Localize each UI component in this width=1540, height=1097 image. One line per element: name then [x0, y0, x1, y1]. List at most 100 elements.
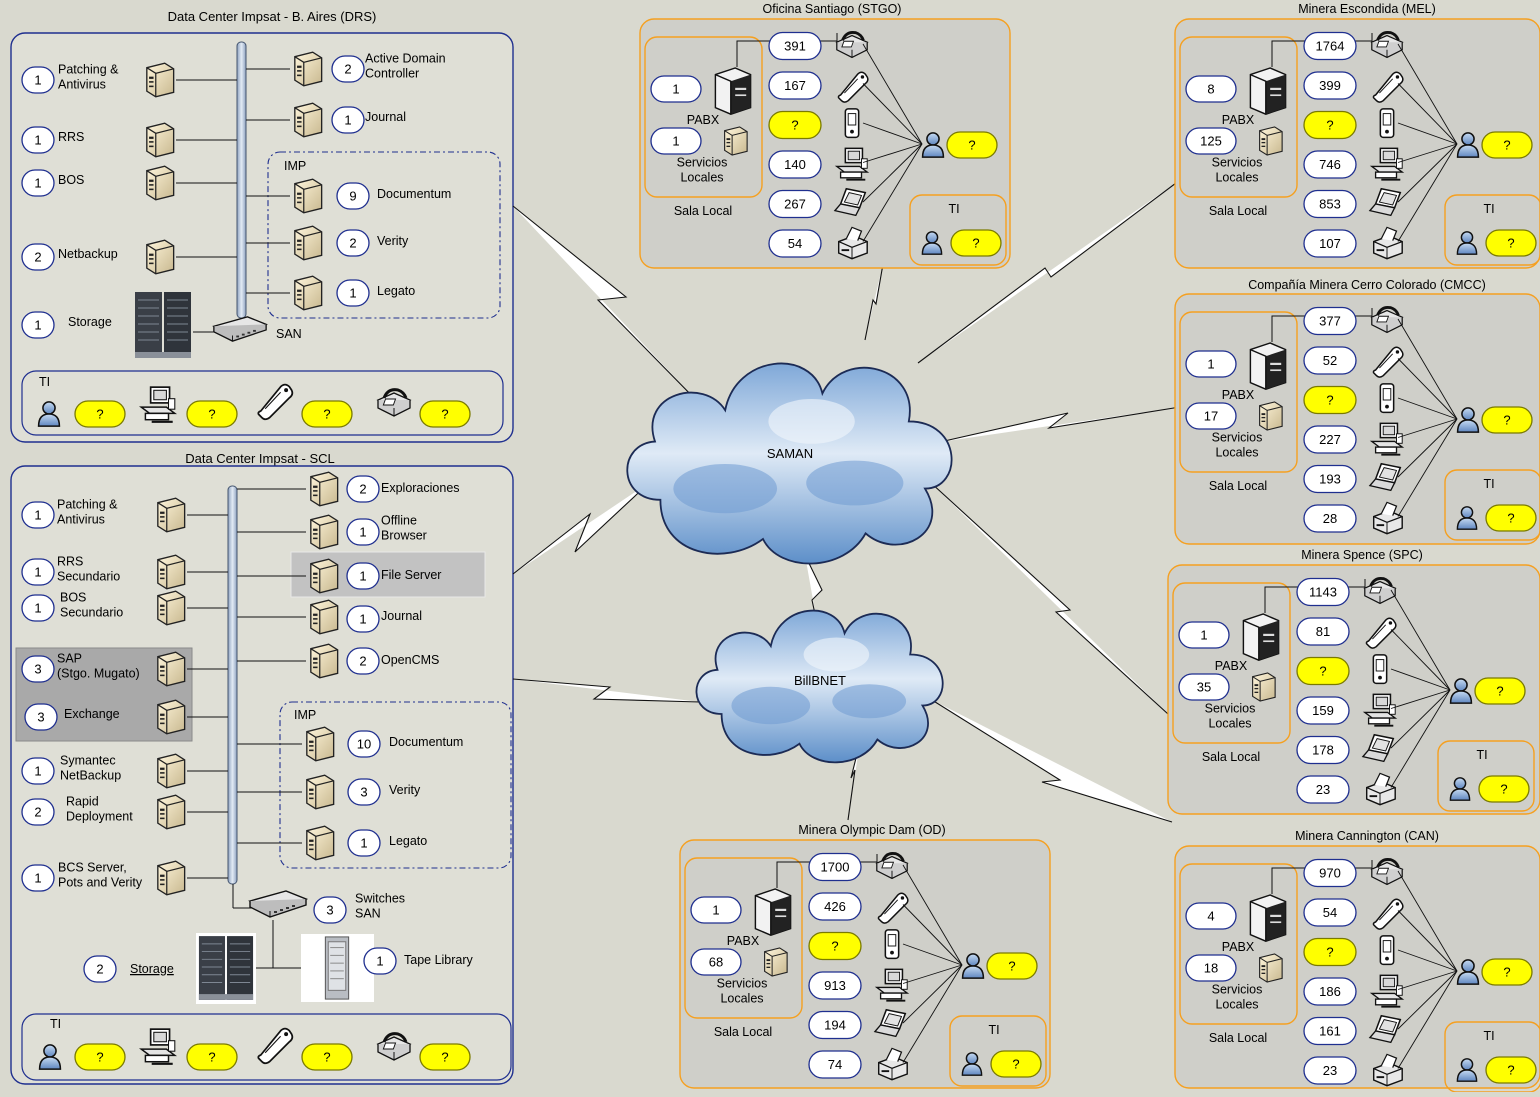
- badge-value: 54: [1323, 905, 1337, 920]
- drs-title: Data Center Impsat - B. Aires (DRS): [168, 9, 377, 24]
- badge-shape: [331, 55, 365, 83]
- label-line: Minera Spence (SPC): [1301, 548, 1423, 562]
- device-count: 267: [768, 189, 822, 219]
- label-line: IMP: [284, 159, 306, 173]
- badge-value: 1: [672, 82, 679, 97]
- label-line: Sala Local: [1209, 204, 1267, 218]
- badge-value: 68: [709, 955, 723, 970]
- label-line: Switches: [355, 891, 405, 905]
- badge-shape: [1185, 402, 1237, 430]
- scl-imp-label-text: Legato: [389, 834, 427, 848]
- drs-ti-label: TI: [39, 375, 50, 389]
- label-line: TI: [948, 202, 959, 216]
- device-user-link: [1397, 970, 1458, 1069]
- badge-shape: [808, 892, 862, 921]
- site-title: Oficina Santiago (STGO): [763, 2, 902, 16]
- badge-value: 1700: [821, 860, 850, 875]
- server-icon: [310, 514, 339, 550]
- badge-value: ?: [1326, 118, 1333, 133]
- badge-shape: [21, 594, 55, 622]
- label-line: Sala Local: [674, 204, 732, 218]
- device-count: 746: [1303, 150, 1357, 179]
- badge-value: ?: [208, 1050, 215, 1065]
- badge-shape: [1185, 350, 1237, 378]
- device-count: 81: [1296, 617, 1350, 646]
- badge-shape: [1485, 504, 1537, 532]
- scl-server-label: Journal: [381, 609, 422, 623]
- badge-shape: [1296, 656, 1350, 686]
- label-line: Journal: [381, 609, 422, 623]
- label-line: Exchange: [64, 707, 120, 721]
- badge-shape: [690, 896, 742, 924]
- badge-value: ?: [96, 407, 103, 422]
- badge-value: 1: [34, 871, 41, 886]
- badge-value: 167: [784, 78, 806, 93]
- label-line: Minera Cannington (CAN): [1295, 829, 1439, 843]
- site-title: Minera Cannington (CAN): [1295, 829, 1439, 843]
- sala-local-label: Sala Local: [1209, 204, 1267, 218]
- server-icon: [294, 275, 323, 311]
- pabx-count: 8: [1185, 75, 1237, 103]
- badge-shape: [1303, 71, 1357, 100]
- badge-value: ?: [1503, 965, 1510, 980]
- drs-imp-count: 2: [336, 229, 370, 257]
- label-line: Patching &: [57, 497, 118, 511]
- pda-icon: [1379, 934, 1395, 966]
- cloud-shade: [806, 460, 904, 506]
- device-count: ?: [768, 110, 822, 140]
- badge-value: ?: [1326, 945, 1333, 960]
- label-line: Servicios: [1212, 430, 1263, 444]
- user-unknown: ?: [1481, 131, 1533, 159]
- pabx-count: 1: [1178, 621, 1230, 649]
- pabx-label: PABX: [1222, 388, 1255, 402]
- user-unknown: ?: [1474, 677, 1526, 705]
- server-icon: [1258, 126, 1283, 156]
- badge-shape: [347, 730, 381, 758]
- badge-value: 2: [359, 654, 366, 669]
- site-title: Compañía Minera Cerro Colorado (CMCC): [1248, 278, 1486, 292]
- badge-shape: [21, 243, 55, 271]
- drs-server-label: BOS: [58, 173, 84, 187]
- device-user-link: [1390, 689, 1451, 709]
- device-user-link: [1397, 418, 1458, 438]
- site-ti-label: TI: [1483, 1029, 1494, 1043]
- badge-value: 267: [784, 197, 806, 212]
- badge-shape: [990, 1050, 1042, 1078]
- device-user-link: [862, 143, 923, 163]
- badge-value: 2: [349, 236, 356, 251]
- site-ti-unknown: ?: [1478, 775, 1530, 803]
- badge-value: 227: [1319, 432, 1341, 447]
- badge-shape: [1296, 577, 1350, 607]
- badge-value: ?: [1507, 511, 1514, 526]
- badge-value: ?: [1507, 236, 1514, 251]
- badge-shape: [690, 948, 742, 976]
- server-icon: [310, 599, 339, 635]
- badge-value: 193: [1319, 472, 1341, 487]
- scl-server-count: 1: [21, 501, 55, 529]
- badge-value: 1: [1207, 357, 1214, 372]
- label-line: Servicios: [1212, 155, 1263, 169]
- badge-value: 140: [784, 157, 806, 172]
- device-user-link: [1390, 589, 1451, 691]
- device-user-link: [1397, 318, 1458, 420]
- label-line: SAMAN: [767, 446, 813, 461]
- device-count: 426: [808, 892, 862, 921]
- site-ti-unknown: ?: [1485, 1056, 1537, 1084]
- badge-value: 4: [1207, 909, 1214, 924]
- label-line: Sala Local: [714, 1025, 772, 1039]
- pabx-icon: [754, 888, 792, 936]
- label-line: (Stgo. Mugato): [57, 667, 140, 681]
- remote-sites: Oficina Santiago (STGO)Sala Local1PABX1S…: [639, 2, 1540, 1093]
- badge-shape: [808, 931, 862, 961]
- badge-shape: [347, 778, 381, 806]
- drs-imp-count: 1: [336, 279, 370, 307]
- label-line: SAP: [57, 651, 82, 665]
- site-ti-label: TI: [1476, 748, 1487, 762]
- label-line: Data Center Impsat - SCL: [185, 451, 335, 466]
- device-user-link: [1397, 418, 1458, 478]
- scl-server-label: Patching &Antivirus: [57, 497, 118, 526]
- server-icon: [294, 225, 323, 261]
- label-line: Journal: [365, 110, 406, 124]
- device-user-link: [862, 122, 923, 145]
